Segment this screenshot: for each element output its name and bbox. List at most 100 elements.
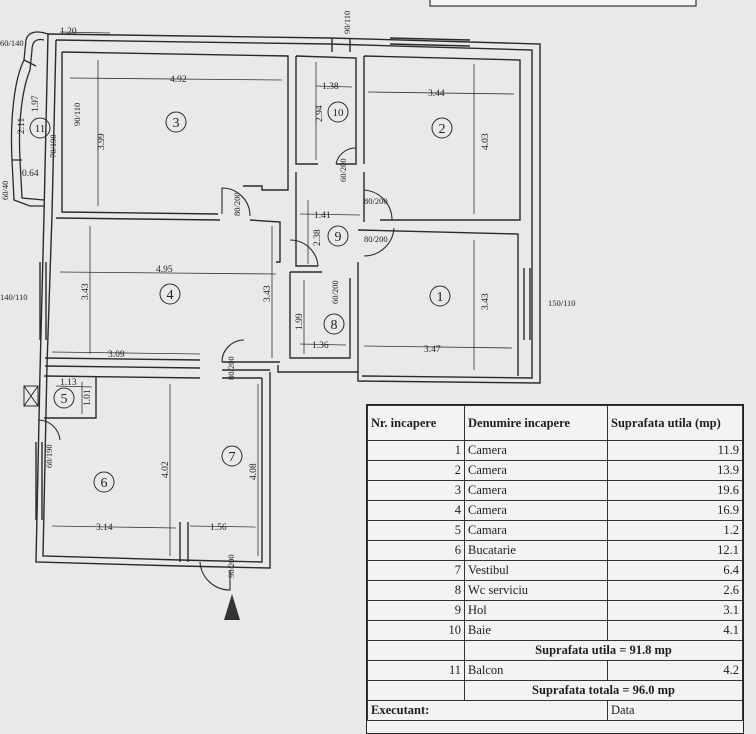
- pantry-cross: [23, 385, 39, 407]
- dim-label: 4.08: [249, 463, 259, 480]
- room-nr: 8: [367, 580, 465, 601]
- executant-row: Executant:Data: [367, 700, 743, 721]
- room-nr: 2: [367, 460, 465, 481]
- room-nr: 10: [367, 620, 465, 641]
- door-swings: [37, 147, 395, 591]
- walls: [35, 33, 541, 569]
- room-area: 2.6: [607, 580, 743, 601]
- room-area: 19.6: [607, 480, 743, 501]
- dim-label: 3.44: [428, 89, 445, 99]
- total-row: Suprafata totala = 96.0 mp: [367, 680, 743, 701]
- opening-label: 80/200: [364, 196, 388, 206]
- room-area: 12.1: [607, 540, 743, 561]
- dim-label: 4.03: [481, 133, 491, 150]
- room-number-7: 7: [229, 450, 236, 465]
- room-nr: 3: [367, 480, 465, 501]
- room-number-1: 1: [437, 290, 444, 305]
- room-number-5: 5: [61, 392, 68, 407]
- opening-label: 150/110: [548, 298, 576, 308]
- dim-label: 4.02: [161, 461, 171, 478]
- dim-label: 0.64: [22, 169, 39, 179]
- room-nr: 7: [367, 560, 465, 581]
- room-number-9: 9: [335, 230, 342, 245]
- subtotal-row: Suprafata utila = 91.8 mp: [367, 640, 743, 661]
- room-nr: 4: [367, 500, 465, 521]
- dim-label: 1.41: [314, 211, 331, 221]
- room-number-11: 11: [35, 123, 46, 135]
- dim-label: 1.38: [322, 82, 339, 92]
- opening-label: 60/200: [338, 158, 348, 182]
- room-area: 13.9: [607, 460, 743, 481]
- room-number-8: 8: [331, 318, 338, 333]
- dim-label: 1.20: [60, 27, 77, 37]
- room-nr: 11: [367, 660, 465, 681]
- dimension-lines: [51, 31, 515, 556]
- total-text: Suprafata totala = 96.0 mp: [464, 680, 743, 701]
- data-label: Data: [607, 700, 743, 721]
- sheet-edge: [429, 0, 697, 7]
- opening-label: 80/200: [232, 192, 242, 216]
- room-name: Camera: [464, 480, 608, 501]
- header-area: Suprafata utila (mp): [607, 405, 743, 441]
- dim-label: 1.56: [210, 523, 227, 533]
- room-name: Wc serviciu: [464, 580, 608, 601]
- opening-label: 60/40: [0, 181, 10, 200]
- opening-label: 60/200: [330, 280, 340, 304]
- table-header-row: Nr. incapere Denumire incapere Suprafata…: [367, 405, 743, 441]
- balcony: [10, 31, 49, 207]
- room-name: Camera: [464, 460, 608, 481]
- opening-label: 60/140: [0, 38, 24, 48]
- room-area: 4.1: [607, 620, 743, 641]
- dim-label: 1.99: [295, 313, 305, 330]
- room-name: Baie: [464, 620, 608, 641]
- room-nr: 6: [367, 540, 465, 561]
- dim-label: 1.01: [83, 389, 93, 406]
- room-name: Vestibul: [464, 560, 608, 581]
- dim-label: 3.43: [81, 283, 91, 300]
- room-number-4: 4: [167, 288, 174, 303]
- dim-label: 3.14: [96, 523, 113, 533]
- room-numbers: 3 2 4 1 5 6 7 8 9 10 11: [35, 107, 446, 491]
- room-number-3: 3: [173, 116, 180, 131]
- dim-label: 2.94: [315, 105, 325, 122]
- room-nr: 1: [367, 440, 465, 461]
- opening-label: 90/110: [342, 11, 352, 34]
- dim-label: 2.11: [17, 117, 27, 134]
- opening-labels: 60/140 90/110 70/190 80/200 60/200 90/11…: [0, 11, 576, 578]
- dim-label: 1.13: [60, 378, 77, 388]
- room-name: Hol: [464, 600, 608, 621]
- dim-label: 3.47: [424, 345, 441, 355]
- opening-label: 140/110: [0, 292, 28, 302]
- dim-label: 3.09: [108, 350, 125, 360]
- room-area: 16.9: [607, 500, 743, 521]
- opening-label: 80/200: [364, 234, 388, 244]
- room-area: 4.2: [607, 660, 743, 681]
- dim-label: 3.99: [97, 133, 107, 150]
- opening-label: 70/190: [48, 134, 58, 158]
- opening-label: 60/190: [44, 444, 54, 468]
- room-area: 11.9: [607, 440, 743, 461]
- dim-label: 1.97: [31, 95, 41, 112]
- room-markers: [29, 101, 453, 493]
- room-schedule: Nr. incapere Denumire incapere Suprafata…: [366, 404, 744, 734]
- dimension-labels: 4.92 3.99 1.38 2.94 3.44 4.03 1.41 2.38 …: [17, 27, 491, 533]
- opening-label: 90/200: [226, 554, 236, 578]
- dim-label: 3.43: [481, 293, 491, 310]
- header-nr: Nr. incapere: [367, 405, 465, 441]
- room-number-6: 6: [101, 476, 108, 491]
- dim-label: 4.92: [170, 75, 187, 85]
- room-name: Camara: [464, 520, 608, 541]
- header-name: Denumire incapere: [464, 405, 608, 441]
- room-name: Camera: [464, 440, 608, 461]
- room-area: 1.2: [607, 520, 743, 541]
- room-name: Bucatarie: [464, 540, 608, 561]
